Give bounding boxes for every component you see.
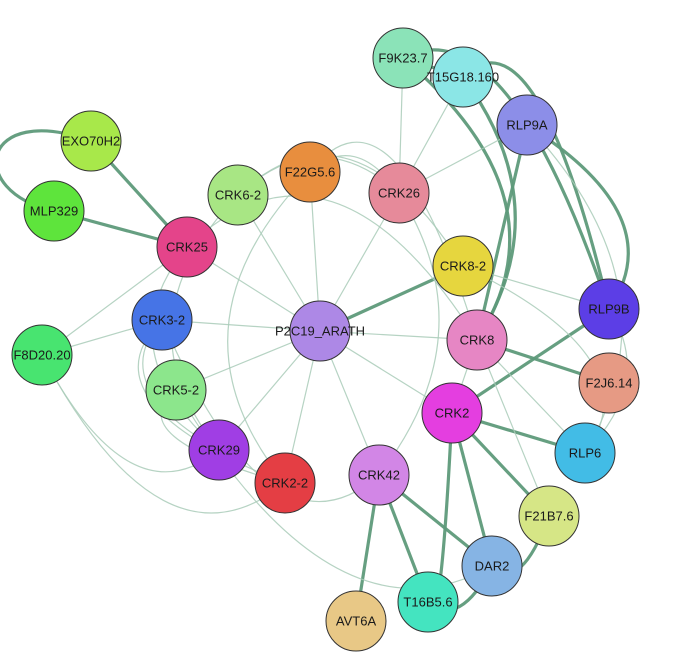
node-circle[interactable] bbox=[279, 141, 341, 203]
node-label: CRK8 bbox=[460, 333, 495, 348]
node-circle[interactable] bbox=[578, 278, 640, 340]
node-circle[interactable] bbox=[372, 27, 434, 89]
node-circle[interactable] bbox=[11, 324, 73, 386]
node-circle[interactable] bbox=[397, 571, 459, 633]
node-label: MLP329 bbox=[30, 204, 78, 219]
node-label: RLP6 bbox=[569, 446, 602, 461]
node-circle[interactable] bbox=[207, 164, 269, 226]
node-label: F2J6.14 bbox=[586, 376, 633, 391]
edge-rlp9a-crk8 bbox=[475, 124, 529, 341]
node-circle[interactable] bbox=[325, 590, 387, 652]
node-circle[interactable] bbox=[554, 422, 616, 484]
node-label: F8D20.20 bbox=[13, 348, 70, 363]
node-circle[interactable] bbox=[578, 352, 640, 414]
node-t15g18-160[interactable]: T15G18.160 bbox=[427, 46, 499, 108]
node-crk6-2[interactable]: CRK6-2 bbox=[207, 164, 269, 226]
node-label: CRK25 bbox=[166, 240, 208, 255]
node-label: CRK29 bbox=[198, 443, 240, 458]
edge-crk2-rlp9b bbox=[451, 307, 610, 415]
node-f2j6-14[interactable]: F2J6.14 bbox=[578, 352, 640, 414]
node-circle[interactable] bbox=[145, 359, 207, 421]
node-f21b7-6[interactable]: F21B7.6 bbox=[518, 485, 580, 547]
node-exo70h2[interactable]: EXO70H2 bbox=[60, 110, 122, 172]
node-dar2[interactable]: DAR2 bbox=[461, 535, 523, 597]
node-label: CRK8-2 bbox=[440, 259, 486, 274]
node-crk2-2[interactable]: CRK2-2 bbox=[254, 452, 316, 514]
edge-crk6-2-crk8-2 bbox=[237, 154, 464, 267]
node-label: DAR2 bbox=[475, 559, 510, 574]
edge-f22g5-6-crk2-2 bbox=[227, 171, 311, 484]
node-label: CRK5-2 bbox=[153, 383, 199, 398]
node-label: F9K23.7 bbox=[378, 51, 427, 66]
node-f8d20-20[interactable]: F8D20.20 bbox=[11, 324, 73, 386]
node-label: CRK2-2 bbox=[262, 476, 308, 491]
node-label: EXO70H2 bbox=[62, 134, 121, 149]
node-circle[interactable] bbox=[446, 309, 508, 371]
node-circle[interactable] bbox=[496, 94, 558, 156]
edge-f8d20-20-crk2-2 bbox=[41, 354, 286, 514]
edge-crk26-crk42 bbox=[378, 192, 440, 476]
edge-exo70h2-mlp329 bbox=[0, 129, 92, 213]
node-crk25[interactable]: CRK25 bbox=[156, 216, 218, 278]
node-label: CRK42 bbox=[358, 468, 400, 483]
node-circle[interactable] bbox=[60, 110, 122, 172]
node-f9k23-7[interactable]: F9K23.7 bbox=[372, 27, 434, 89]
node-label: F21B7.6 bbox=[524, 509, 573, 524]
node-circle[interactable] bbox=[348, 444, 410, 506]
node-avt6a[interactable]: AVT6A bbox=[325, 590, 387, 652]
node-f22g5-6[interactable]: F22G5.6 bbox=[279, 141, 341, 203]
node-rlp6[interactable]: RLP6 bbox=[554, 422, 616, 484]
edge-t15g18-160-crk8 bbox=[461, 76, 517, 341]
node-label: CRK2 bbox=[435, 406, 470, 421]
node-label: CRK6-2 bbox=[215, 188, 261, 203]
node-circle[interactable] bbox=[368, 162, 430, 224]
node-label: RLP9B bbox=[588, 302, 629, 317]
node-circle[interactable] bbox=[461, 535, 523, 597]
node-label: F22G5.6 bbox=[285, 165, 336, 180]
node-p2c19-arath[interactable]: P2C19_ARATH bbox=[275, 300, 365, 362]
node-circle[interactable] bbox=[254, 452, 316, 514]
node-crk26[interactable]: CRK26 bbox=[368, 162, 430, 224]
node-crk5-2[interactable]: CRK5-2 bbox=[145, 359, 207, 421]
node-label: RLP9A bbox=[506, 118, 548, 133]
node-crk8[interactable]: CRK8 bbox=[446, 309, 508, 371]
node-label: P2C19_ARATH bbox=[275, 324, 365, 339]
node-circle[interactable] bbox=[421, 382, 483, 444]
node-crk3-2[interactable]: CRK3-2 bbox=[131, 289, 193, 351]
node-circle[interactable] bbox=[518, 485, 580, 547]
node-circle[interactable] bbox=[131, 289, 193, 351]
node-circle[interactable] bbox=[432, 46, 494, 108]
node-crk8-2[interactable]: CRK8-2 bbox=[432, 235, 494, 297]
node-circle[interactable] bbox=[188, 419, 250, 481]
node-t16b5-6[interactable]: T16B5.6 bbox=[397, 571, 459, 633]
node-label: AVT6A bbox=[336, 614, 377, 629]
edge-crk8-f21b7-6 bbox=[476, 339, 550, 517]
node-crk2[interactable]: CRK2 bbox=[421, 382, 483, 444]
node-circle[interactable] bbox=[23, 180, 85, 242]
node-label: CRK26 bbox=[378, 186, 420, 201]
node-label: CRK3-2 bbox=[139, 313, 185, 328]
node-circle[interactable] bbox=[432, 235, 494, 297]
node-crk29[interactable]: CRK29 bbox=[188, 419, 250, 481]
node-label: T16B5.6 bbox=[403, 595, 452, 610]
node-circle[interactable] bbox=[156, 216, 218, 278]
node-label: T15G18.160 bbox=[427, 70, 499, 85]
node-mlp329[interactable]: MLP329 bbox=[23, 180, 85, 242]
node-rlp9b[interactable]: RLP9B bbox=[578, 278, 640, 340]
node-rlp9a[interactable]: RLP9A bbox=[496, 94, 558, 156]
node-circle[interactable] bbox=[289, 300, 351, 362]
node-crk42[interactable]: CRK42 bbox=[348, 444, 410, 506]
